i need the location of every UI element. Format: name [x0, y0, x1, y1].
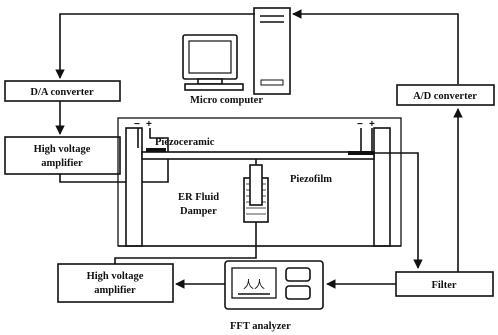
tower-icon [253, 7, 291, 95]
er-fluid-label: ER Fluid [178, 192, 219, 203]
hv-amplifier-bottom-line2: amplifier [94, 285, 136, 296]
fft-screen-glyph: 人人 [243, 278, 265, 291]
da-converter-block [4, 80, 121, 102]
hv-amplifier-bottom-line1: High voltage [87, 271, 144, 282]
ad-converter-block [396, 84, 495, 106]
wire-computer-to-da [55, 13, 255, 79]
computer-icon [182, 34, 244, 91]
wire-amp-to-damper [114, 246, 257, 264]
left-plus-sign: + [146, 119, 152, 130]
micro-computer-label: Micro computer [190, 95, 263, 106]
fft-analyzer-icon: 人人 [224, 260, 324, 310]
wire-ad-to-computer [292, 9, 459, 84]
filter-label: Filter [431, 280, 456, 291]
hv-amplifier-top-block [4, 136, 121, 175]
left-minus-sign: − [134, 119, 140, 130]
wire-piezofilm-to-filter [352, 152, 423, 269]
hv-amplifier-top-line1: High voltage [34, 144, 91, 155]
hv-amplifier-top-line2: amplifier [41, 158, 83, 169]
fft-analyzer-label: FFT analyzer [230, 321, 291, 332]
hv-amplifier-bottom-block [57, 263, 174, 303]
wire-amp-to-piezoceramic [59, 128, 169, 183]
test-rig [117, 117, 402, 247]
piezofilm-label: Piezofilm [290, 174, 332, 185]
right-plus-sign: + [369, 119, 375, 130]
damper-label: Damper [180, 206, 217, 217]
piezoceramic-label: Piezoceramic [155, 137, 215, 148]
right-minus-sign: − [357, 119, 363, 130]
ad-converter-label: A/D converter [413, 91, 477, 102]
da-converter-label: D/A converter [30, 87, 94, 98]
